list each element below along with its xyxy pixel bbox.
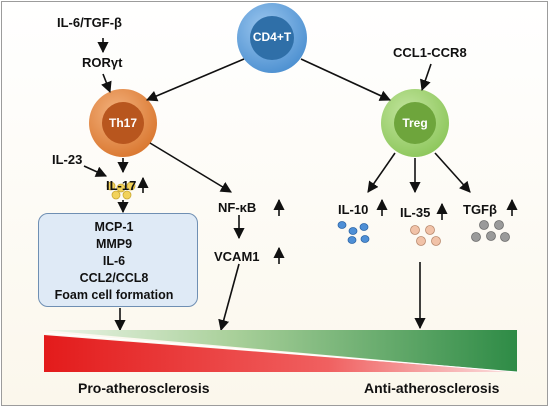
pro-atherosclerosis-label: Pro-atherosclerosis: [78, 380, 210, 396]
box-line-il6: IL-6: [102, 254, 126, 268]
nfkb-label: NF-κB: [218, 200, 257, 215]
il35-dots: [410, 225, 441, 246]
arrow-th17-to-nfkb: [149, 142, 232, 193]
cd4-cell-label: CD4+T: [252, 30, 292, 44]
tgfb-label: TGFβ: [463, 202, 497, 217]
il23-label: IL-23: [52, 152, 83, 167]
th17-effects-box: MCP-1 MMP9 IL-6 CCL2/CCL8 Foam cell form…: [38, 213, 198, 307]
il17-dots: [106, 181, 136, 200]
box-line-ccl2-ccl8: CCL2/CCL8: [79, 271, 149, 285]
il35-label: IL-35: [400, 205, 431, 220]
vcam1-label: VCAM1: [214, 249, 260, 264]
arrow-treg-to-tgfb: [434, 152, 471, 193]
atherosclerosis-gradient-bar: [43, 330, 518, 373]
box-line-foam-cell: Foam cell formation: [54, 288, 174, 302]
arrow-cd4-to-treg: [300, 58, 392, 101]
th17-cell: [89, 89, 157, 157]
ccl1-ccr8-label: CCL1-CCR8: [393, 45, 467, 60]
treg-cell: [381, 89, 449, 157]
box-line-mcp1: MCP-1: [94, 220, 134, 234]
arrow-il23-to-il17: [83, 165, 108, 177]
treg-cell-label: Treg: [402, 116, 428, 130]
anti-wedge: [44, 330, 517, 372]
arrow-vcam1-to-bar: [218, 263, 240, 332]
arrow-cd4-to-th17: [145, 58, 245, 102]
roryt-label: RORγt: [82, 55, 123, 70]
anti-atherosclerosis-label: Anti-atherosclerosis: [364, 380, 500, 396]
arrow-ccl1-to-treg: [420, 63, 432, 92]
il10-label: IL-10: [338, 202, 369, 217]
th17-cell-label: Th17: [108, 116, 137, 130]
arrow-roryt-to-th17: [101, 73, 112, 94]
box-line-mmp9: MMP9: [95, 237, 133, 251]
il17-label: IL-17: [106, 178, 137, 193]
tgfb-dots: [471, 220, 510, 242]
arrow-treg-to-il10: [367, 152, 396, 193]
cd4-cell: [237, 3, 307, 73]
il10-dots: [337, 221, 370, 244]
il6-tgfb-label: IL-6/TGF-β: [57, 15, 122, 30]
